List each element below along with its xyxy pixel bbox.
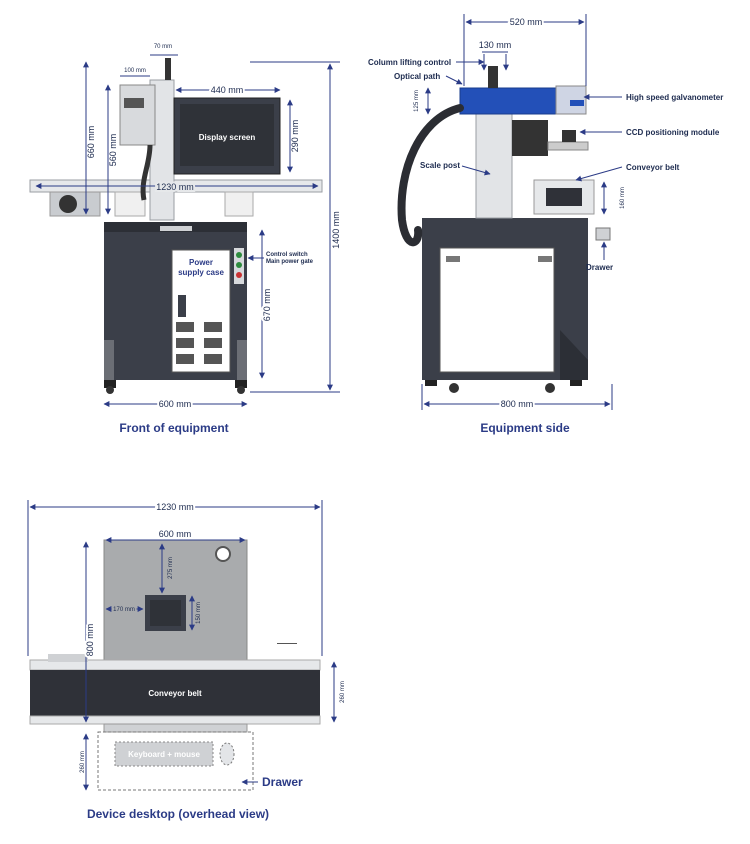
top-caption: Device desktop (overhead view) [87,807,269,821]
power-label-1: Power [189,258,213,267]
dim-560: 560 mm [108,134,118,167]
conveyor-label-side: Conveyor belt [626,163,680,172]
dim-800-top: 800 mm [85,624,95,657]
top-conveyor-label: Conveyor belt [148,689,202,698]
mouse-icon [219,742,235,766]
dim-1230-front: 1230 mm [156,182,194,192]
main-power-gate-label: Main power gate [266,259,314,265]
drawer-label-side: Drawer [586,263,613,272]
top-conveyor-belt [30,670,320,716]
scale-post-label: Scale post [420,161,460,170]
side-drawer [595,227,611,241]
optical-path-label: Optical path [394,72,440,81]
front-view: Power supply case [29,44,341,435]
dim-290: 290 mm [290,120,300,153]
side-view: 520 mm 130 mm 125 mm 160 mm 800 mm Colum… [368,14,723,435]
column-lifting-label: Column lifting control [368,58,451,67]
dim-800-side: 800 mm [501,399,534,409]
dim-130: 130 mm [479,40,512,50]
dim-660: 660 mm [86,126,96,159]
switch-green-icon-2 [236,262,242,268]
front-caption: Front of equipment [119,421,228,435]
display-screen-label: Display screen [199,133,256,142]
dim-170: 170 mm [113,607,135,613]
keyboard-area [114,741,214,767]
dim-275: 275 mm [168,557,174,579]
dim-440: 440 mm [211,85,244,95]
front-laser-head [119,84,156,146]
dim-600-top: 600 mm [159,529,192,539]
power-label-2: supply case [178,268,224,277]
scale-post [475,107,513,219]
dim-1400: 1400 mm [331,211,341,249]
dim-70: 70 mm [154,44,172,50]
dim-260-drawer: 260 mm [80,751,86,773]
side-laser-head [459,87,557,115]
dim-100: 100 mm [124,68,146,74]
side-caption: Equipment side [480,421,570,435]
dim-150: 150 mm [196,602,202,624]
top-drawer [97,731,254,791]
dim-125: 125 mm [414,90,420,112]
dim-600-front: 600 mm [159,399,192,409]
control-switch-label: Control switch [266,252,308,258]
dim-670: 670 mm [262,289,272,322]
switch-red-icon [236,272,242,278]
drawer-label-top: Drawer [262,775,303,789]
dim-520: 520 mm [510,17,543,27]
switch-green-icon [236,252,242,258]
dim-1230-top: 1230 mm [156,502,194,512]
dim-260-belt: 260 mm [340,681,346,703]
top-view: Conveyor belt Keyboard + mouse 1230 mm 6… [27,500,346,821]
ccd-label: CCD positioning module [626,128,720,137]
top-circle-icon [215,546,231,562]
keyboard-label: Keyboard + mouse [128,750,200,759]
galvanometer-label: High speed galvanometer [626,93,723,102]
dim-160: 160 mm [620,187,626,209]
